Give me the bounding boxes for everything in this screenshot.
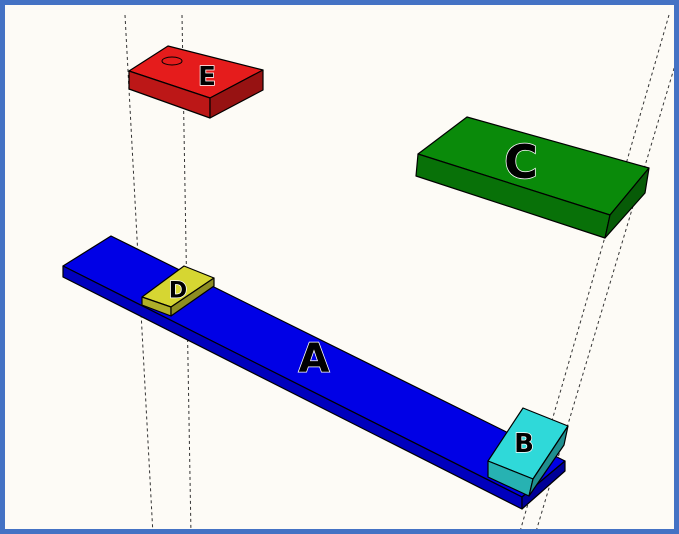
- block-e-side: [209, 69, 264, 119]
- guide-line: [536, 66, 674, 529]
- block-a-label: A: [299, 336, 330, 382]
- block-b: B: [487, 407, 569, 497]
- blocks-scene: A D B C E: [62, 14, 674, 529]
- block-c-label: C: [504, 135, 538, 189]
- block-d-side: [170, 277, 215, 317]
- block-b-label: B: [514, 429, 534, 459]
- block-d: D: [141, 265, 215, 317]
- block-c: C: [415, 116, 650, 239]
- block-a-side: [521, 460, 566, 510]
- block-e-label: E: [198, 62, 216, 92]
- block-c-side: [604, 167, 650, 239]
- block-b-side: [528, 425, 569, 497]
- block-a-front: [62, 265, 523, 510]
- block-d-label: D: [169, 279, 187, 304]
- block-e: E: [128, 45, 264, 119]
- block-e-hole: [161, 56, 183, 66]
